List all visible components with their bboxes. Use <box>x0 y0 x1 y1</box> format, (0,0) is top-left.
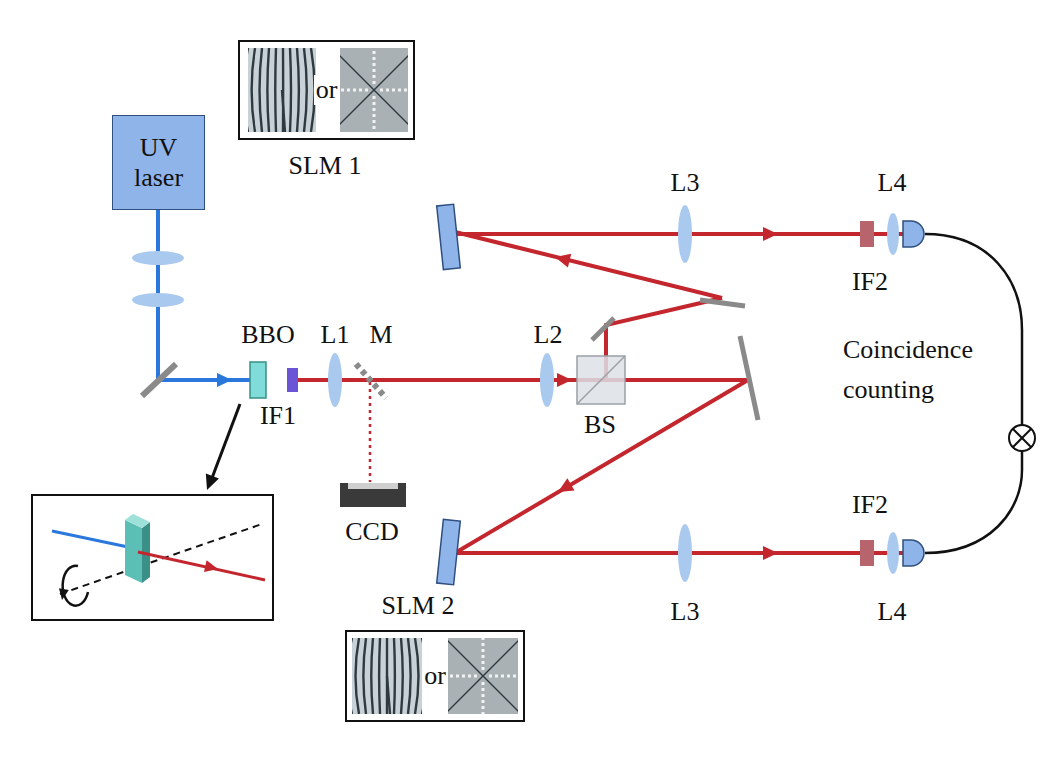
hologram-inset: or <box>345 630 525 722</box>
bbo-crystal <box>250 362 266 398</box>
component-label: M <box>369 320 392 350</box>
mirror <box>592 318 614 340</box>
component-label: L2 <box>534 320 563 350</box>
filter <box>287 368 298 392</box>
node-text: or <box>314 75 340 105</box>
instrument-label: Coincidence counting <box>843 330 1003 410</box>
laser-box: UV laser <box>112 115 205 210</box>
lens <box>132 293 184 307</box>
lens <box>540 353 554 407</box>
node-text: or <box>422 661 448 691</box>
component-label: L3 <box>671 597 700 627</box>
ccd-camera <box>340 483 406 507</box>
component-label: SLM 2 <box>382 591 455 621</box>
mirror <box>740 336 758 420</box>
detector <box>903 540 924 566</box>
ccd-beam <box>369 382 372 482</box>
component-label: BS <box>584 410 616 440</box>
coincidence-symbol <box>1009 425 1035 451</box>
lens <box>678 205 692 263</box>
inset-pointer <box>212 404 240 478</box>
fiber <box>925 234 1022 425</box>
slm-panel <box>437 519 461 584</box>
component-label: L3 <box>671 168 700 198</box>
lens <box>132 251 184 265</box>
component-label: CCD <box>345 517 398 547</box>
crystal-inset <box>32 495 273 620</box>
lens <box>328 353 342 407</box>
component-label: L4 <box>878 168 907 198</box>
lens <box>887 532 899 574</box>
detector <box>903 221 924 247</box>
hologram-inset: or <box>238 40 415 140</box>
beam-arrows <box>553 227 778 560</box>
lens <box>678 524 692 582</box>
component-label: BBO <box>241 320 294 350</box>
mirror <box>142 364 176 396</box>
component-label: SLM 1 <box>289 151 362 181</box>
hologram-patterns <box>236 42 534 727</box>
fiber <box>925 451 1022 553</box>
component-label: L1 <box>321 320 350 350</box>
mirror <box>700 300 745 306</box>
component-label: IF2 <box>852 490 888 520</box>
component-label: L4 <box>878 597 907 627</box>
component-label: IF2 <box>852 267 888 297</box>
lens <box>887 213 899 255</box>
inset-pointer <box>200 473 218 492</box>
photon-beams <box>298 232 905 553</box>
slm-panel <box>437 204 461 269</box>
component-label: IF1 <box>260 401 296 431</box>
node-text: UV laser <box>121 133 196 193</box>
filter <box>860 540 874 566</box>
filter <box>860 221 874 247</box>
beam-splitter <box>577 356 625 404</box>
flip-mirror <box>356 364 386 398</box>
